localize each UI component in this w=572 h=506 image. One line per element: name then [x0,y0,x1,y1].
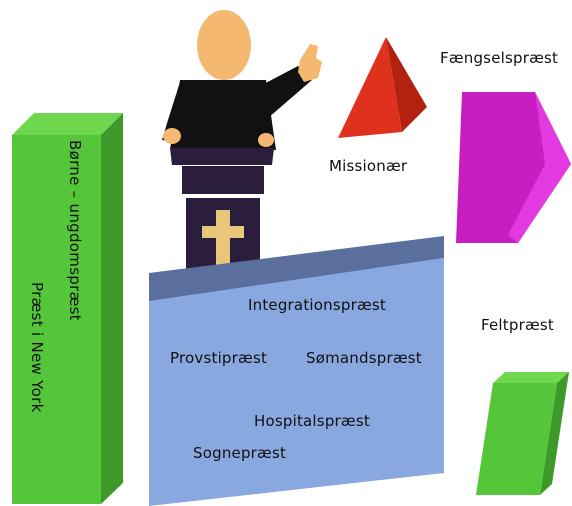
blue-panel [149,236,444,506]
label-missionaer: Missionær [329,157,408,175]
label-provstipraest: Provstipræst [170,349,268,367]
label-integrationspraest: Integrationspræst [248,296,386,314]
magenta-prism [456,92,571,243]
label-hospitalspraest: Hospitalspræst [254,412,370,430]
label-feltpraest: Feltpræst [481,316,554,334]
label-praest-new-york: Præst i New York [28,282,46,413]
green-parallelogram [476,372,569,495]
green-column [12,113,123,504]
preacher-figure [162,10,322,150]
cross-vertical [216,210,230,270]
cross-horizontal [202,226,244,238]
head [197,10,251,80]
red-pyramid [338,37,427,138]
label-somandspraest: Sømandspræst [306,349,422,367]
label-borne-ungdomspraest: Børne – ungdomspræst [66,140,84,321]
pulpit [170,148,274,274]
label-sognepraest: Sognepræst [193,444,287,462]
label-faengselspraest: Fængselspræst [440,49,559,67]
